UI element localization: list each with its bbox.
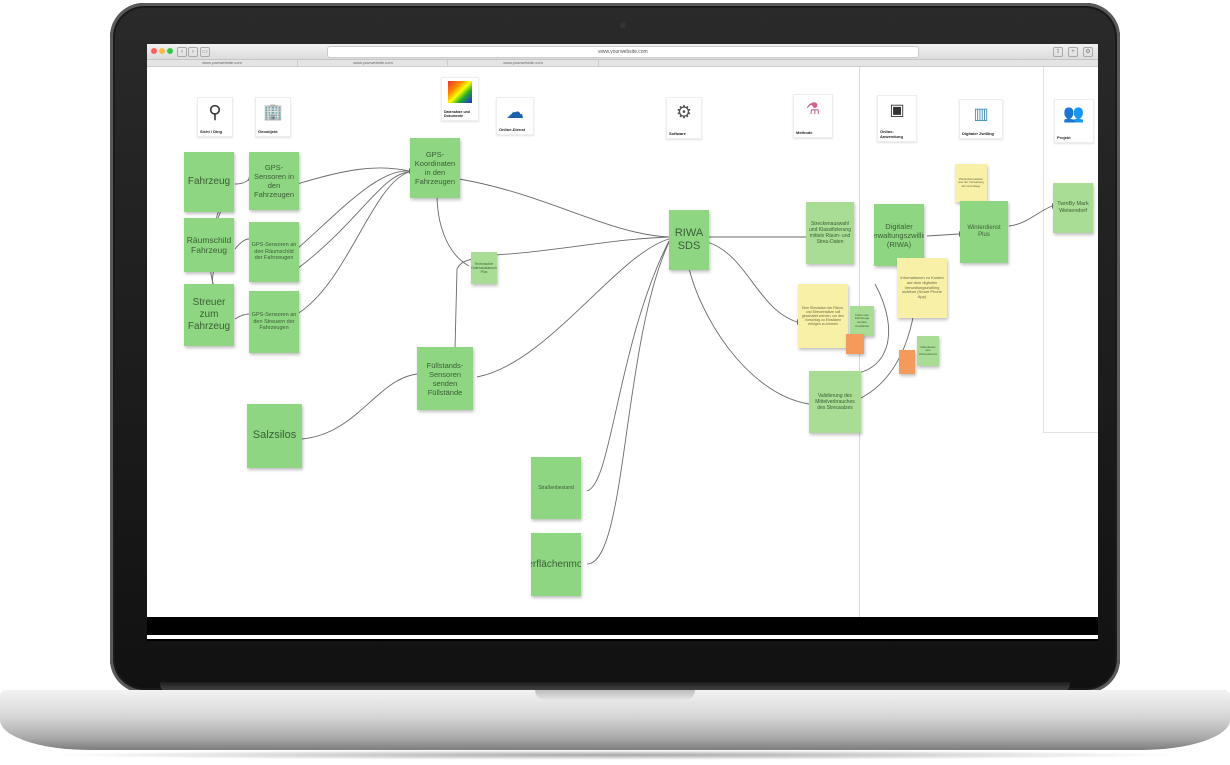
category-online-dienst[interactable]: ☁ Online-Dienst [496, 97, 534, 135]
note-winterdienst-plus[interactable]: Winterdienst Plus [960, 201, 1008, 263]
share-icon[interactable]: ⇧ [1053, 47, 1063, 57]
category-label: Geoobjekt [258, 129, 278, 134]
note-orange-2[interactable] [899, 350, 915, 374]
note-fuellstands[interactable]: Füllstands-Sensoren senden Füllstände [417, 347, 473, 410]
note-text: Füllstands-Sensoren senden Füllstände [426, 360, 464, 397]
note-text: Datenbasis des Winterdiensts [918, 344, 938, 356]
category-digitaler-zwilling[interactable]: ▥ Digitaler Zwilling [959, 99, 1003, 139]
tab-1[interactable]: www.yourwebsite.com [202, 60, 242, 65]
note-text: Digitaler Verwaltungszwilling (RIWA) [874, 221, 924, 249]
note-salzsilos[interactable]: Salzsilos [247, 404, 302, 468]
note-text: Räumschild Fahrzeug [186, 234, 232, 255]
category-label: Online-Anwendung [880, 129, 903, 139]
building-icon: 🏢 [263, 104, 283, 121]
note-gps-fahrzeuge[interactable]: GPS-Sensoren in den Fahrzeugen [249, 152, 299, 210]
streetlight-icon: ⚲ [208, 102, 222, 122]
category-label: Digitaler Zwilling [962, 131, 995, 136]
gear-icon: ⚙ [675, 102, 693, 122]
laptop-shadow [40, 750, 1190, 760]
note-riwa-sds[interactable]: RIWA SDS [669, 210, 709, 270]
note-gps-koordinaten[interactable]: GPS-Koordinaten in den Fahrzeugen [410, 138, 460, 198]
note-text: Straßenbestand [538, 485, 574, 491]
tab-3[interactable]: www.yourwebsite.com [447, 60, 599, 66]
note-orange-1[interactable] [846, 334, 864, 354]
note-text: GPS-Koordinaten in den Fahrzeugen [414, 150, 456, 186]
note-validierung[interactable]: Validierung des Mittelverbrauches des St… [809, 371, 861, 433]
category-label: Online-Dienst [499, 127, 526, 132]
back-icon[interactable]: ‹ [177, 47, 187, 57]
note-gps-streuer[interactable]: GPS-Sensoren an den Streuern der Fahrzeu… [249, 291, 299, 353]
minimize-window-button[interactable] [159, 48, 165, 54]
note-winterdienstdaten[interactable]: Winterdienstdaten aus der Verwaltung als… [955, 164, 987, 202]
laptop-base [0, 690, 1230, 750]
forward-icon[interactable]: › [188, 47, 198, 57]
category-label: Methode [796, 130, 813, 135]
cloud-gear-icon: ☁ [506, 102, 524, 122]
note-text: RIWA SDS [674, 226, 704, 252]
browser-toolbar: ‹ › ▭ www.yourwebsite.com ⇧ + ⚙ [147, 44, 1098, 60]
note-streuer[interactable]: Streuer zum Fahrzeug [184, 284, 234, 346]
note-text: Daten der Fahrzeuge werden verarbeitet [854, 312, 870, 328]
category-sicht-ding[interactable]: ⚲ Sicht / Ding [197, 97, 233, 137]
category-label: Datensätze und Dokumente [444, 110, 470, 118]
heatmap-icon [448, 81, 472, 103]
note-simulation[interactable]: Eine Simulation der Räum- und Streueinsä… [798, 284, 848, 348]
category-label: Projekt [1057, 135, 1071, 140]
note-streckenauswahl[interactable]: Streckenauswahl und Klassifizierung mitt… [806, 202, 854, 264]
settings-icon[interactable]: ⚙ [1083, 47, 1093, 57]
category-geoobjekt[interactable]: 🏢 Geoobjekt [255, 97, 291, 137]
note-strassenbestand[interactable]: Straßenbestand [531, 457, 581, 519]
twin-building-icon: ▥ [973, 106, 989, 123]
note-gps-raeumschild[interactable]: GPS-Sensoren an den Räumschild der Fahrz… [249, 222, 299, 282]
note-text: Validierung des Mittelverbrauches des St… [815, 393, 855, 411]
note-digitaler-zwilling[interactable]: Digitaler Verwaltungszwilling (RIWA) [874, 204, 924, 266]
note-text: GPS-Sensoren an den Räumschild der Fahrz… [251, 242, 297, 262]
project-panel [1043, 67, 1098, 433]
category-methode[interactable]: ⚗ Methode [793, 94, 833, 138]
category-datensaetze[interactable]: Datensätze und Dokumente [441, 77, 479, 121]
note-text: Informationen zu Kosten auf dem digitale… [900, 275, 944, 300]
note-text: Fahrzeug [187, 176, 231, 187]
tab-strip [147, 60, 1098, 67]
laptop-screen: ‹ › ▭ www.yourwebsite.com ⇧ + ⚙ www.your… [147, 44, 1098, 641]
note-text: Salzsilos [252, 429, 297, 442]
laptop-hinge [160, 682, 1070, 692]
category-label: Software [669, 131, 686, 136]
close-window-button[interactable] [151, 48, 157, 54]
sidebar-icon[interactable]: ▭ [200, 47, 210, 57]
note-text: Winterdienst Plus [967, 224, 1001, 238]
note-text: Winterdienstdaten aus der Verwaltung als… [958, 176, 984, 188]
note-datenaustausch[interactable]: Technischer Datenaustausch Plus [471, 252, 497, 284]
flask-icon: ⚗ [805, 101, 821, 118]
category-online-anwendung[interactable]: ▣ Online-Anwendung [877, 95, 917, 142]
laptop-camera [620, 22, 626, 28]
note-text: GPS-Sensoren an den Streuern der Fahrzeu… [251, 312, 297, 332]
screen-bottom-stripe [147, 635, 1098, 639]
category-label: Sicht / Ding [200, 129, 222, 134]
tab-2[interactable]: www.yourwebsite.com [297, 60, 448, 66]
note-daten-fahrzeuge[interactable]: Daten der Fahrzeuge werden verarbeitet [850, 306, 874, 336]
note-oberflaechenmodell[interactable]: Oberflächenmodell [531, 533, 581, 596]
category-projekt[interactable]: 👥 Projekt [1054, 99, 1094, 143]
address-bar[interactable]: www.yourwebsite.com [327, 46, 919, 58]
laptop-opening-notch [535, 690, 695, 700]
zoom-window-button[interactable] [167, 48, 173, 54]
whiteboard-canvas[interactable] [147, 67, 1098, 617]
note-info-kosten[interactable]: Informationen zu Kosten auf dem digitale… [897, 258, 947, 318]
new-tab-icon[interactable]: + [1068, 47, 1078, 57]
note-fahrzeug[interactable]: Fahrzeug [184, 152, 234, 212]
note-text: Technischer Datenaustausch Plus [471, 261, 497, 275]
people-icon: 👥 [1063, 104, 1085, 123]
note-text: TwinBy Mark Weisendorf [1057, 201, 1089, 214]
note-text: Eine Simulation der Räum- und Streueinsä… [801, 305, 845, 327]
note-text: Oberflächenmodell [531, 558, 581, 570]
note-twinby[interactable]: TwinBy Mark Weisendorf [1053, 183, 1093, 233]
category-software[interactable]: ⚙ Software [666, 97, 702, 139]
note-text: Streckenauswahl und Klassifizierung mitt… [809, 221, 851, 245]
note-text: GPS-Sensoren in den Fahrzeugen [253, 163, 295, 199]
app-window-icon: ▣ [889, 102, 905, 119]
note-datenbasis[interactable]: Datenbasis des Winterdiensts [917, 336, 939, 366]
note-text: Streuer zum Fahrzeug [187, 297, 231, 332]
note-raeumschild[interactable]: Räumschild Fahrzeug [184, 218, 234, 272]
